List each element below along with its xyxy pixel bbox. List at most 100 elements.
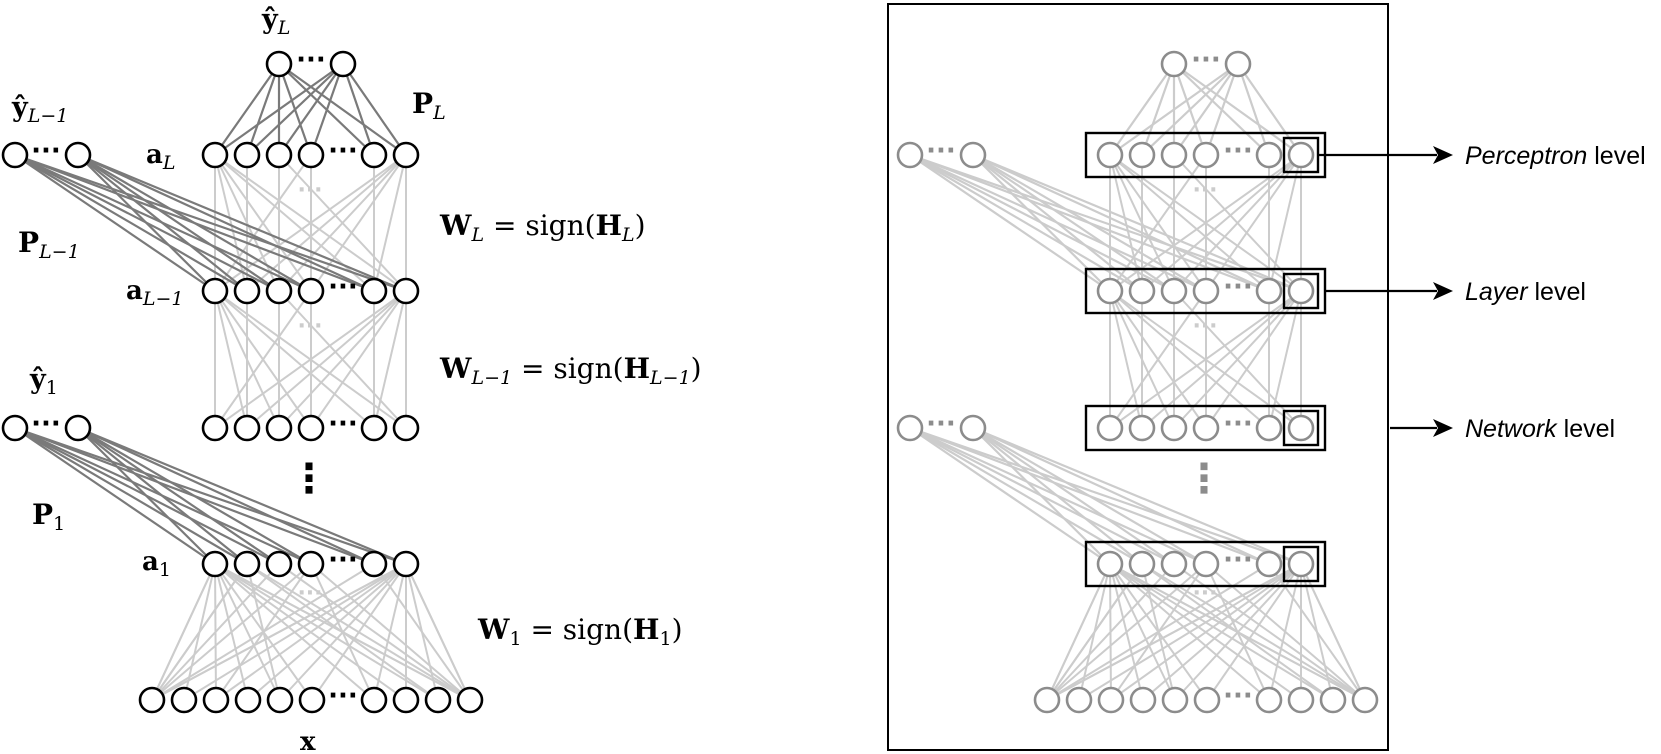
- right-node-a-L: [1128, 141, 1156, 169]
- left-edge-output-L: [341, 63, 376, 156]
- right-output-L-minus-1-ellipsis: ···: [926, 136, 956, 166]
- right-layer-gap-ellipsis: ···: [1192, 581, 1217, 606]
- left-node-input: [456, 686, 484, 714]
- left-edge-in-a1: [151, 563, 375, 701]
- left-node-output-L: [265, 50, 293, 78]
- right-node-mid: [1128, 414, 1156, 442]
- network-level-label: Network level: [1465, 415, 1615, 443]
- right-edge-in-a1: [1046, 563, 1207, 701]
- left-node-input: [266, 686, 294, 714]
- right-edge-output-L: [1173, 63, 1270, 156]
- right-edge-output-L: [1236, 63, 1271, 156]
- right-node-a-L-minus-1: [1096, 277, 1124, 305]
- left-node-a-L: [265, 141, 293, 169]
- right-layer-a-L-ellipsis: ···: [1223, 136, 1253, 166]
- perceptron-highlight-box: [1282, 272, 1320, 310]
- right-node-input: [1065, 686, 1093, 714]
- label-a-L: aL: [146, 140, 175, 174]
- layer-highlight-box: [1084, 404, 1327, 452]
- left-layer-gap-ellipsis: ···: [297, 581, 322, 606]
- left-edge-output-L-minus-1: [14, 153, 375, 293]
- left-edge-in-a1: [151, 563, 216, 701]
- left-edge-hidden: [373, 290, 407, 429]
- right-node-a-L-minus-1: [1192, 277, 1220, 305]
- right-node-a-1: [1192, 550, 1220, 578]
- left-edge-output-1: [77, 427, 375, 565]
- left-node-output-1: [64, 414, 92, 442]
- right-layer-gap-ellipsis: ···: [1192, 314, 1217, 339]
- right-node-mid: [1096, 414, 1124, 442]
- right-edge-hidden: [1141, 154, 1302, 292]
- left-edge-output-1: [14, 427, 312, 565]
- equation-W-L-minus-1: WL−1 = sign(HL−1): [439, 352, 702, 389]
- right-edge-in-a1: [1205, 563, 1366, 701]
- left-edge-in-a1: [214, 563, 407, 701]
- right-node-input: [1129, 686, 1157, 714]
- right-node-output-1: [959, 414, 987, 442]
- left-edge-in-a1: [310, 563, 471, 701]
- right-layer-a-1-ellipsis: ···: [1223, 545, 1253, 575]
- perceptron-level-label: Perceptron level: [1465, 142, 1646, 170]
- left-node-input: [202, 686, 230, 714]
- left-edge-output-1: [77, 426, 407, 566]
- left-edge-in-a1: [405, 563, 471, 701]
- left-edge-output-L: [278, 63, 375, 156]
- left-edge-output-1: [14, 427, 216, 565]
- equation-W-1: W1 = sign(H1): [477, 613, 683, 650]
- left-output-L-minus-1-ellipsis: ···: [31, 136, 61, 166]
- left-node-input: [138, 686, 166, 714]
- layer-level-label: Layer level: [1465, 278, 1586, 306]
- right-edge-output-1: [972, 427, 1175, 565]
- right-node-a-L-minus-1: [1255, 277, 1283, 305]
- right-node-input: [1319, 686, 1347, 714]
- right-edge-output-L: [1109, 63, 1175, 156]
- right-node-output-L-minus-1: [896, 141, 924, 169]
- left-node-output-L-minus-1: [64, 141, 92, 169]
- left-edge-hidden: [214, 290, 248, 429]
- left-node-a-L-minus-1: [360, 277, 388, 305]
- left-node-a-L-minus-1: [201, 277, 229, 305]
- right-node-mid: [1287, 414, 1315, 442]
- left-edge-in-a1: [214, 563, 281, 701]
- right-node-a-1: [1160, 550, 1188, 578]
- left-edge-output-1: [14, 426, 375, 566]
- left-node-output-L: [329, 50, 357, 78]
- left-output-L-ellipsis: ···: [296, 45, 326, 75]
- right-node-input: [1161, 686, 1189, 714]
- left-edge-output-1: [14, 427, 248, 565]
- right-node-output-L-minus-1: [959, 141, 987, 169]
- left-node-a-L-minus-1: [392, 277, 420, 305]
- left-edge-hidden: [278, 290, 407, 429]
- left-node-a-1: [233, 550, 261, 578]
- right-edge-output-L-minus-1: [909, 154, 1111, 292]
- left-layer-a-L-minus-1-ellipsis: ···: [328, 272, 358, 302]
- right-layer-a-L-minus-1-ellipsis: ···: [1223, 272, 1253, 302]
- left-edge-output-L-minus-1: [14, 154, 312, 292]
- right-edge-output-L: [1173, 63, 1239, 156]
- right-node-a-L-minus-1: [1160, 277, 1188, 305]
- network-level-frame: [887, 3, 1389, 751]
- right-node-input: [1033, 686, 1061, 714]
- left-node-mid: [233, 414, 261, 442]
- left-node-input: [234, 686, 262, 714]
- left-edge-output-L-minus-1: [77, 153, 407, 293]
- right-node-a-1: [1128, 550, 1156, 578]
- right-edge-output-1: [972, 426, 1302, 566]
- right-edge-output-L-minus-1: [972, 154, 1270, 292]
- left-node-mid: [392, 414, 420, 442]
- left-edge-in-a1: [151, 563, 407, 701]
- left-node-mid: [265, 414, 293, 442]
- left-output-1-ellipsis: ···: [31, 409, 61, 439]
- label-P-L: PL: [412, 87, 446, 124]
- right-node-input: [1097, 686, 1125, 714]
- label-a-1: a1: [142, 547, 171, 581]
- left-layer-gap-ellipsis: ···: [297, 178, 322, 203]
- left-node-a-L: [360, 141, 388, 169]
- right-vertical-ellipsis: ⋮: [1184, 456, 1224, 502]
- left-edge-in-a1: [278, 563, 471, 701]
- left-edge-output-1: [14, 426, 407, 566]
- left-node-input: [170, 686, 198, 714]
- right-node-input: [1287, 686, 1315, 714]
- right-edge-hidden: [1141, 290, 1302, 429]
